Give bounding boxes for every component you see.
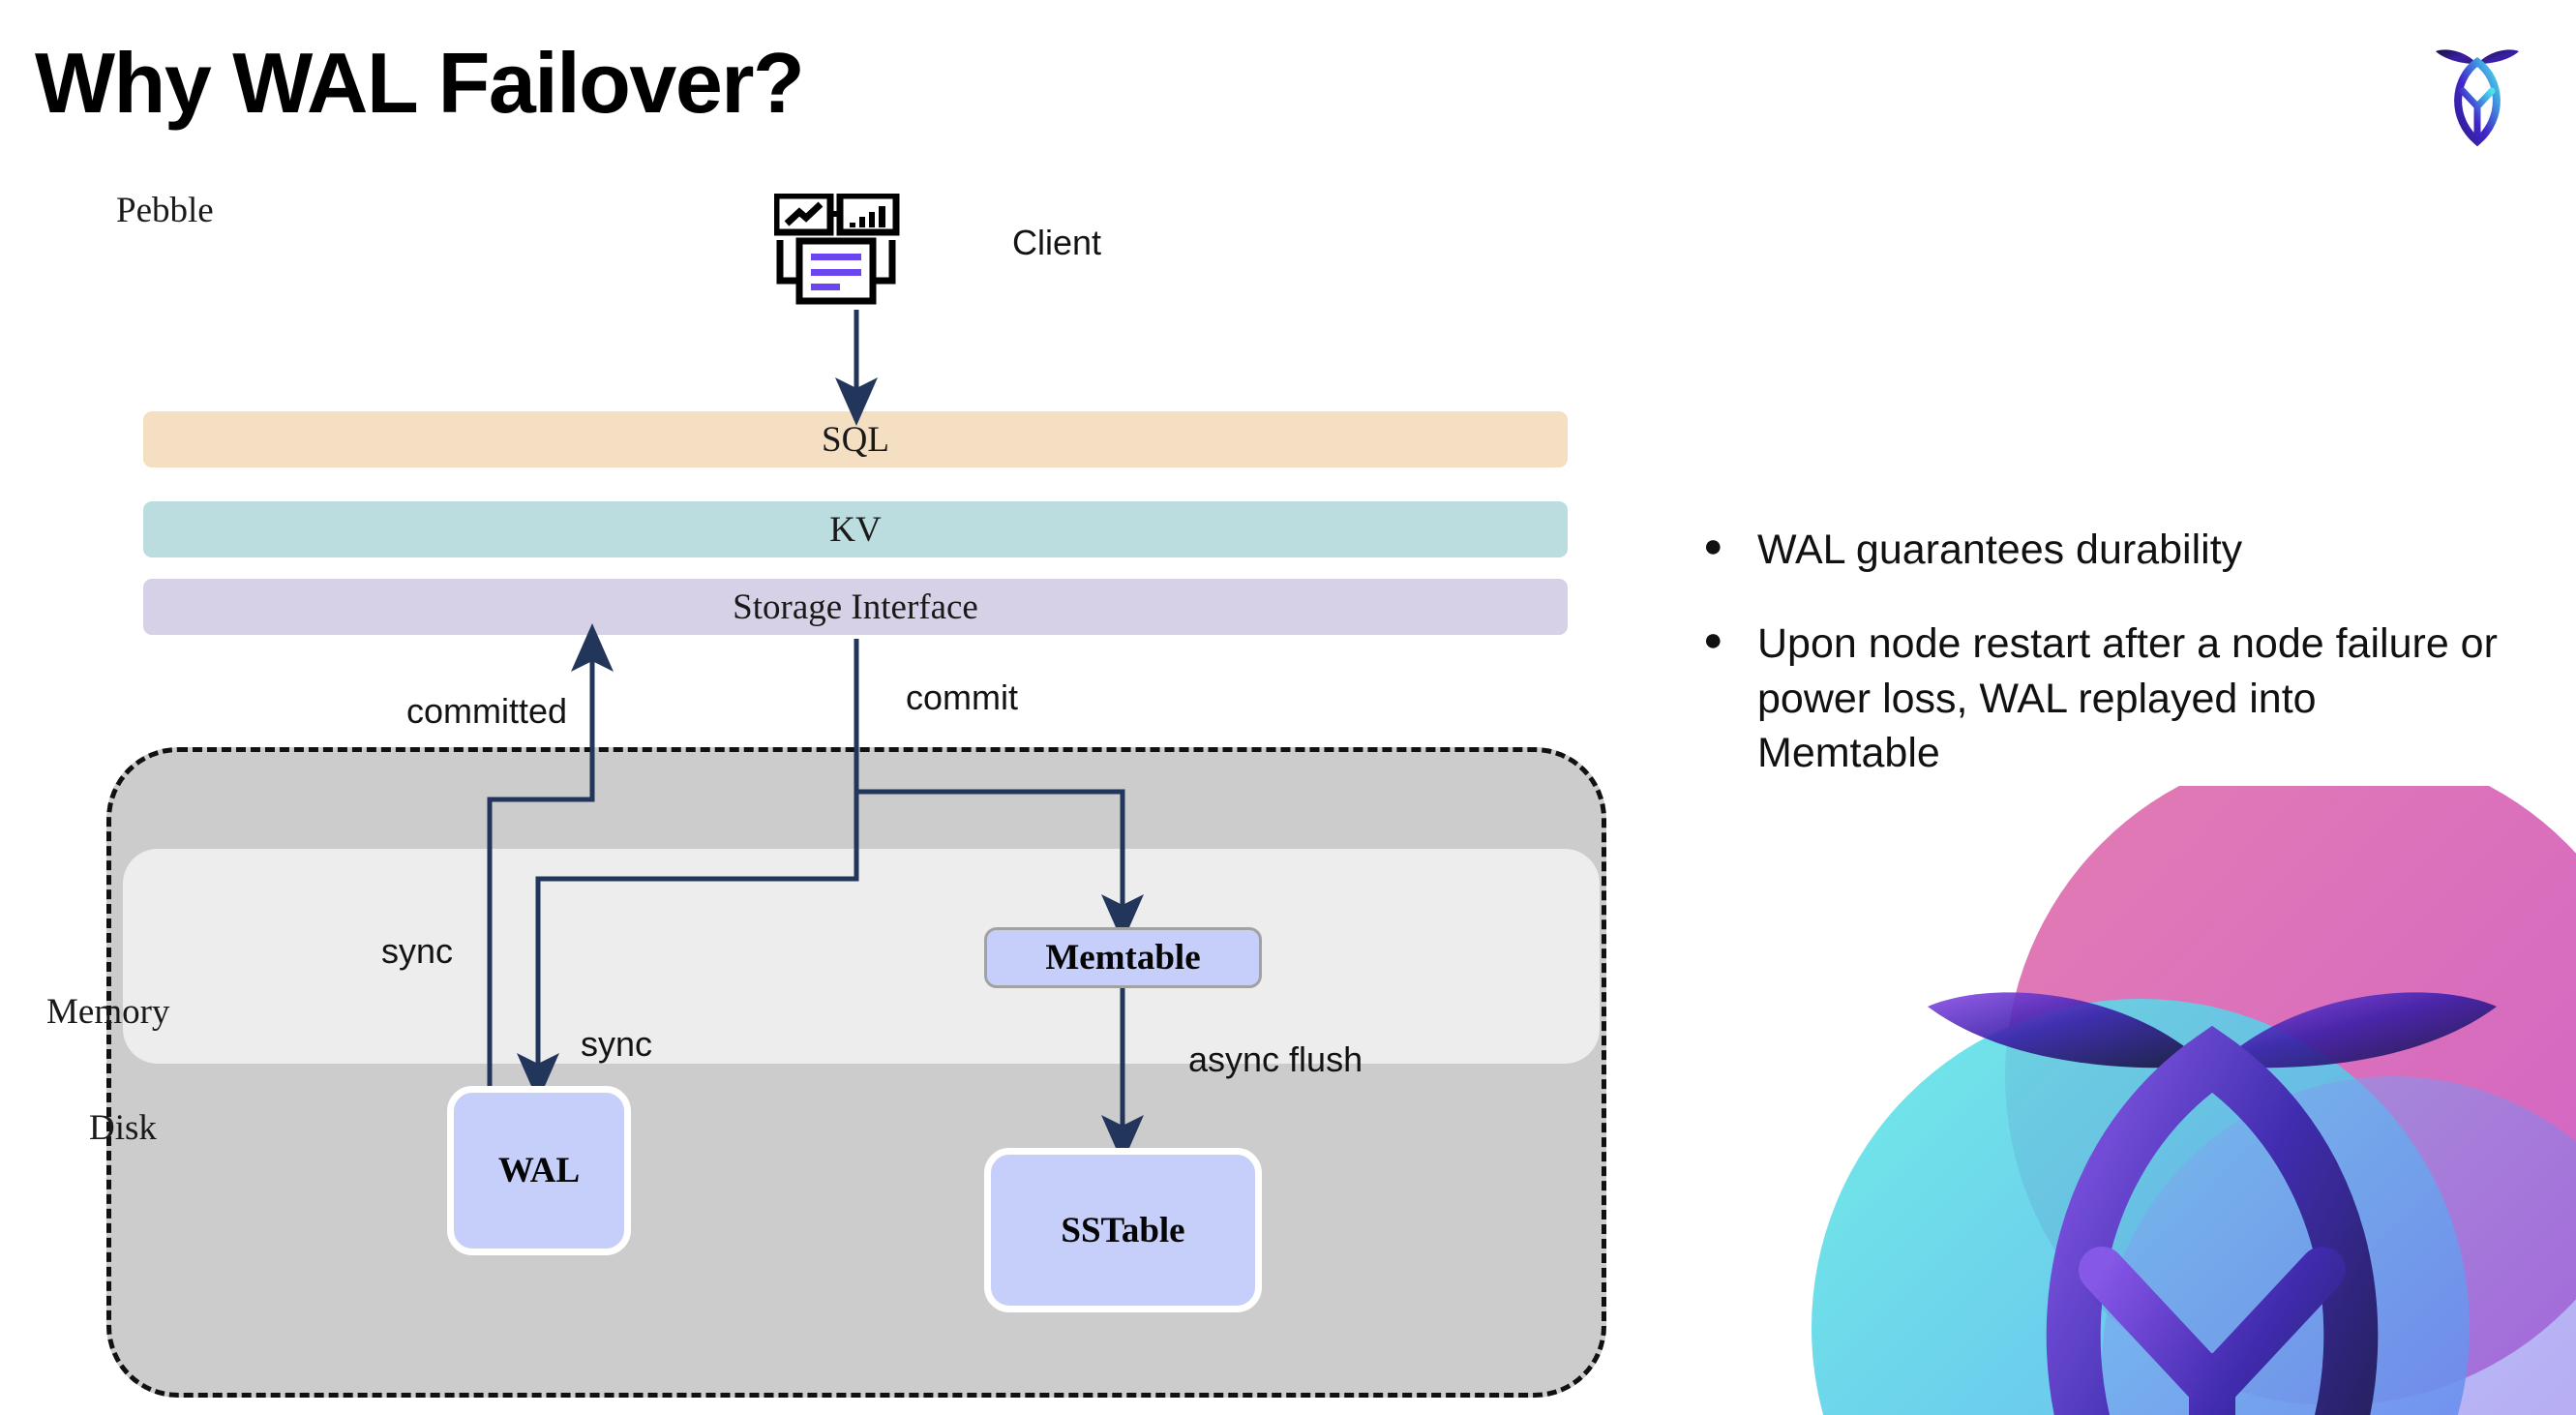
list-item: ● Upon node restart after a node failure…	[1703, 617, 2506, 781]
node-wal: WAL	[447, 1086, 631, 1255]
node-memtable: Memtable	[984, 927, 1262, 988]
pebble-container	[106, 747, 1606, 1398]
stack-layer-storage-label: Storage Interface	[733, 587, 978, 627]
stack-layer-sql: SQL	[143, 411, 1568, 467]
list-item: ● WAL guarantees durability	[1703, 523, 2506, 578]
page-title: Why WAL Failover?	[35, 35, 805, 131]
client-dashboard-icon	[774, 194, 900, 305]
node-sstable-label: SSTable	[1061, 1210, 1185, 1250]
zone-label-pebble: Pebble	[116, 191, 214, 230]
node-wal-label: WAL	[497, 1151, 581, 1190]
node-sstable: SSTable	[984, 1148, 1262, 1312]
edge-label-commit: commit	[906, 677, 1018, 717]
bullet-text: Upon node restart after a node failure o…	[1757, 619, 2498, 777]
stack-layer-kv-label: KV	[829, 509, 882, 550]
zone-label-memory: Memory	[46, 992, 170, 1032]
edge-label-async-flush: async flush	[1188, 1039, 1363, 1079]
memory-region	[123, 849, 1600, 1064]
bullet-list: ● WAL guarantees durability ● Upon node …	[1703, 523, 2506, 820]
node-memtable-label: Memtable	[1045, 938, 1201, 978]
edge-label-committed: committed	[406, 691, 568, 731]
edge-label-sync-right: sync	[581, 1024, 653, 1064]
stack-layer-sql-label: SQL	[822, 419, 889, 460]
decorative-logo-artwork	[1812, 786, 2576, 1415]
bullet-text: WAL guarantees durability	[1757, 527, 2243, 573]
stack-layer-storage-interface: Storage Interface	[143, 579, 1568, 635]
stack-layer-kv: KV	[143, 501, 1568, 557]
client-label: Client	[1012, 223, 1102, 262]
bullet-marker-icon: ●	[1703, 527, 1723, 564]
cockroachdb-logo-icon	[2436, 49, 2519, 147]
edge-label-sync-left: sync	[381, 931, 454, 971]
bullet-marker-icon: ●	[1703, 620, 1723, 658]
zone-label-disk: Disk	[89, 1108, 157, 1148]
